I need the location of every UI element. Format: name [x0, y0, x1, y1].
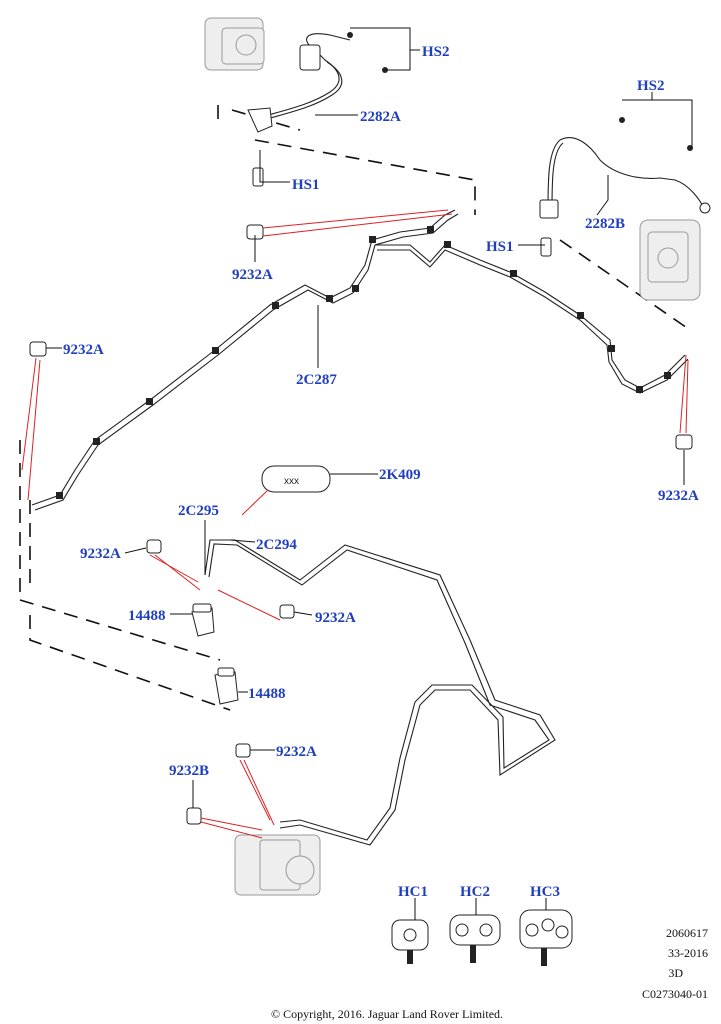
connector-14488-upper: [191, 603, 215, 637]
connector-14488-lower: [214, 667, 239, 705]
clip-hc2: [449, 914, 501, 963]
callout-2c287: 2C287: [296, 372, 337, 388]
callout-14488-lower: 14488: [248, 686, 286, 702]
assembly-dash-lines: [19, 105, 691, 711]
callout-14488-upper: 14488: [128, 608, 166, 624]
callout-2c294: 2C294: [256, 537, 297, 553]
brake-hose-2282a: [247, 32, 388, 133]
fitting-9232a-right: [675, 434, 693, 450]
fitting-9232a-lower: [235, 743, 251, 758]
callout-2282b: 2282B: [585, 216, 625, 232]
caliper-front-left: [204, 17, 265, 71]
callout-hc1: HC1: [398, 884, 428, 900]
callout-2c295: 2C295: [178, 503, 219, 519]
brake-pipe-2c294: [204, 539, 556, 846]
callout-9232a-right: 9232A: [658, 488, 699, 504]
callout-hs2-right: HS2: [637, 78, 665, 94]
callout-hs1-right: HS1: [486, 239, 514, 255]
svg-text:xxx: xxx: [284, 476, 299, 487]
fitting-9232a-left: [29, 341, 47, 357]
caliper-front-right: [639, 219, 701, 301]
grommet-2k409: xxx: [261, 465, 331, 493]
callout-hc3: HC3: [530, 884, 560, 900]
abs-module: [234, 834, 321, 896]
bolt-hs1-top: [252, 167, 264, 187]
callout-9232b: 9232B: [169, 763, 209, 779]
drawing-code: C0273040-01: [642, 987, 708, 1001]
callout-hs1-top: HS1: [292, 177, 320, 193]
callout-9232a-mid-left: 9232A: [80, 546, 121, 562]
clip-hc1: [391, 919, 429, 964]
fitting-9232b: [186, 807, 202, 825]
brake-hose-2282b: [539, 117, 711, 219]
callout-9232a-left: 9232A: [63, 342, 104, 358]
callout-2282a: 2282A: [360, 109, 401, 125]
drawing-reference-block: 2060617 33-2016 3D C0273040-01: [642, 926, 708, 1001]
drawing-number: 2060617: [666, 926, 708, 940]
clip-hc3: [519, 909, 573, 966]
callout-labels: HS2 2282A HS1 HS2 2282B HS1 9232A 9232A …: [63, 44, 699, 900]
bolt-hs1-right: [540, 237, 552, 257]
copyright-notice: © Copyright, 2016. Jaguar Land Rover Lim…: [271, 1007, 503, 1021]
callout-2k409: 2K409: [379, 467, 421, 483]
leader-lines: [46, 27, 693, 920]
callout-hc2: HC2: [460, 884, 490, 900]
fittings: [29, 167, 693, 825]
fitting-9232a-mid-right: [279, 604, 295, 619]
callout-9232a-top: 9232A: [232, 267, 273, 283]
brake-pipe-2c287: [31, 209, 689, 511]
drawing-view: 3D: [668, 966, 683, 980]
callout-9232a-mid-right: 9232A: [315, 610, 356, 626]
red-leader-lines: [21, 209, 689, 839]
callout-9232a-lower: 9232A: [276, 744, 317, 760]
callout-hs2-top: HS2: [422, 44, 450, 60]
drawing-date: 33-2016: [668, 946, 708, 960]
fitting-9232a-mid-left: [146, 539, 162, 554]
